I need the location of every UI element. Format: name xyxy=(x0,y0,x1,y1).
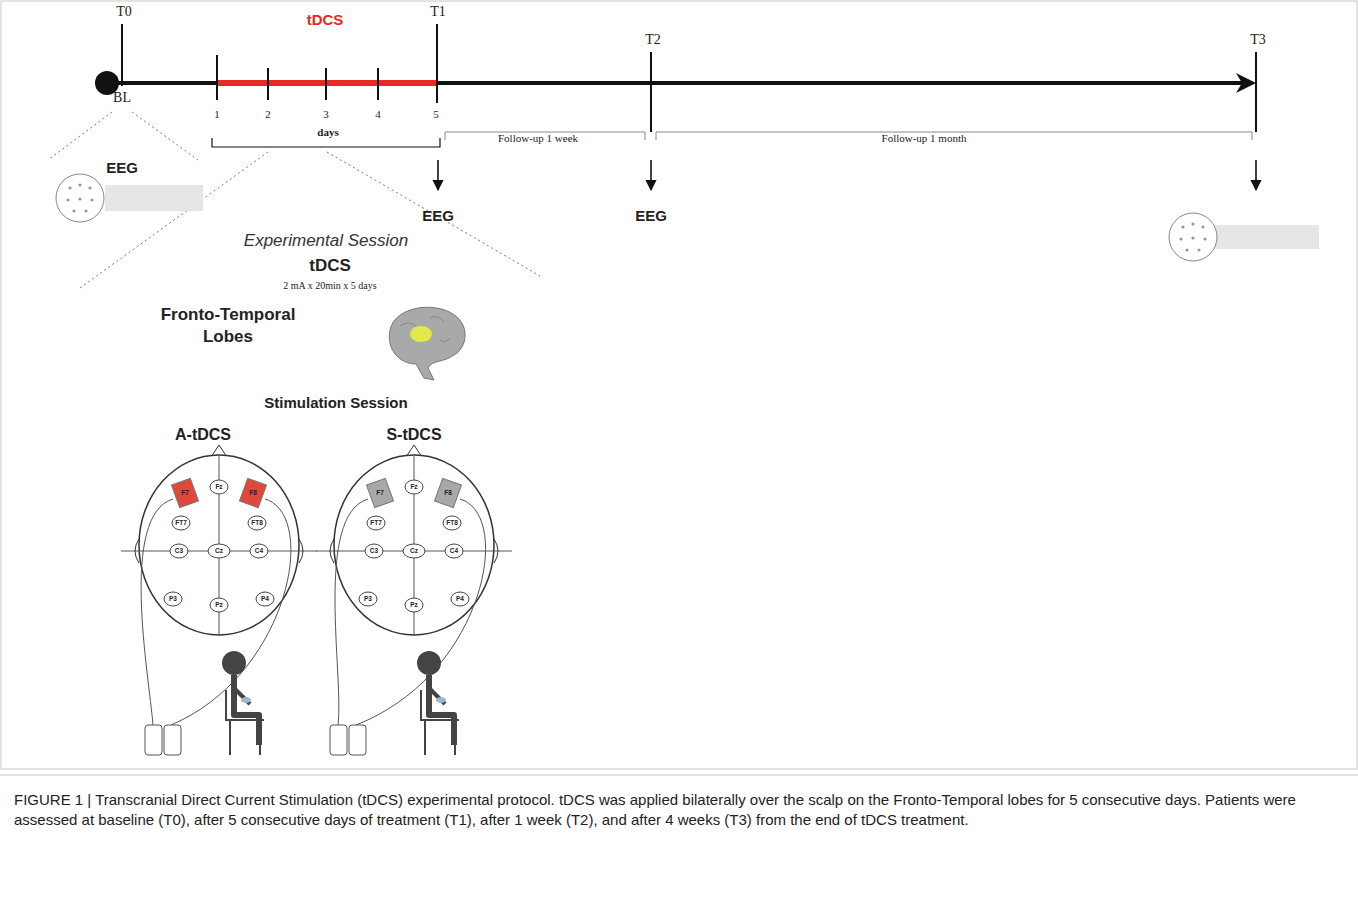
day-number: 3 xyxy=(323,108,329,120)
condition-label: A-tDCS xyxy=(175,426,231,444)
electrode-label: P3 xyxy=(364,595,372,602)
time-point: T1 xyxy=(430,4,446,19)
day-number: 2 xyxy=(265,108,271,120)
stimulation-title: tDCS xyxy=(307,12,344,29)
head-diagram xyxy=(121,445,317,755)
electrode-label: C3 xyxy=(175,547,183,554)
electrode-label: C4 xyxy=(450,547,458,554)
time-point: T0 xyxy=(116,4,132,19)
electrode-label: FT8 xyxy=(251,519,263,526)
eeg-icon xyxy=(1169,213,1319,261)
eeg-label: EEG xyxy=(422,208,454,225)
electrode-label: P4 xyxy=(261,595,269,602)
time-point: T3 xyxy=(1250,32,1266,47)
electrode-label: Fz xyxy=(215,483,222,490)
eeg-label: EEG xyxy=(106,160,138,177)
electrode-label: F7 xyxy=(376,489,384,496)
eeg-icon xyxy=(56,174,203,222)
electrode-label: FT7 xyxy=(175,519,187,526)
follow-up-label: Follow-up 1 month xyxy=(882,132,967,144)
electrode-label: Fz xyxy=(410,483,417,490)
time-point: T2 xyxy=(645,32,661,47)
eeg-label: EEG xyxy=(635,208,667,225)
electrode-label: F7 xyxy=(181,489,189,496)
day-number: 1 xyxy=(214,108,220,120)
stimulation-title: tDCS xyxy=(309,257,351,276)
electrode-label: Pz xyxy=(410,601,418,608)
electrode-label: Cz xyxy=(410,547,418,554)
figure-caption: FIGURE 1 | Transcranial Direct Current S… xyxy=(14,790,1339,831)
electrode-label: Pz xyxy=(215,601,223,608)
follow-up-label: Follow-up 1 week xyxy=(498,132,578,144)
session-title: Experimental Session xyxy=(244,232,408,251)
electrode-label: FT8 xyxy=(446,519,458,526)
day-number: 4 xyxy=(375,108,381,120)
target-label: Fronto-Temporal Lobes xyxy=(153,304,303,348)
electrode-label: Cz xyxy=(215,547,223,554)
electrode-label: P3 xyxy=(169,595,177,602)
day-number: 5 xyxy=(433,108,439,120)
electrode-label: F8 xyxy=(444,489,452,496)
electrode-label: P4 xyxy=(456,595,464,602)
brain-picture xyxy=(389,307,465,380)
baseline-label: BL xyxy=(113,90,131,105)
days-label: days xyxy=(317,126,338,138)
session-title: Stimulation Session xyxy=(264,395,407,412)
electrode-label: C4 xyxy=(255,547,263,554)
dose-label: 2 mA x 20min x 5 days xyxy=(283,280,376,291)
condition-label: S-tDCS xyxy=(386,426,441,444)
electrode-label: FT7 xyxy=(370,519,382,526)
head-diagram xyxy=(316,445,512,755)
electrode-label: C3 xyxy=(370,547,378,554)
electrode-label: F8 xyxy=(249,489,257,496)
